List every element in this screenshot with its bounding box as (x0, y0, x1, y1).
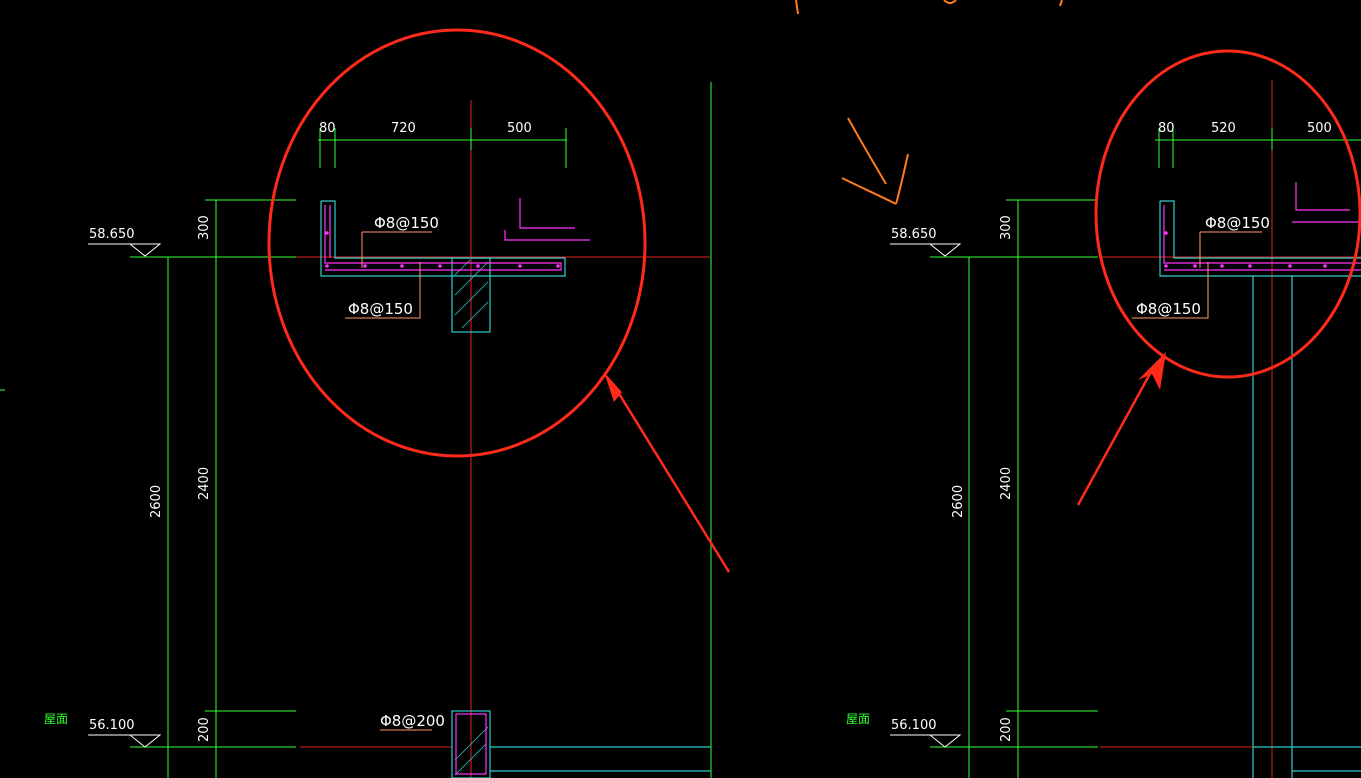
level-label: 56.100 (89, 718, 135, 733)
red-arrow-icon (604, 372, 731, 573)
rebar-dots (1164, 231, 1327, 268)
concrete-section (1159, 200, 1361, 778)
red-arrow-icon (1076, 352, 1166, 506)
rebar-dots (325, 231, 560, 268)
floor-label: 屋面 (846, 712, 870, 726)
leader-lines (345, 231, 432, 731)
dim-label: 300 (197, 215, 212, 240)
level-label: 56.100 (891, 718, 937, 733)
dim-label: 200 (999, 717, 1014, 742)
dim-label: 300 (999, 215, 1014, 240)
level-label: 58.650 (891, 227, 937, 242)
right-section-detail (890, 80, 1361, 778)
level-label: 58.650 (89, 227, 135, 242)
rebar-label: Φ8@150 (374, 214, 439, 232)
dim-label: 200 (197, 717, 212, 742)
concrete-section (320, 200, 711, 778)
dimension-lines (0, 82, 712, 778)
dim-label: 80 (1158, 121, 1175, 136)
hand-drawn-arrow-icon (795, 0, 1063, 205)
dim-label: 720 (391, 121, 416, 136)
dim-label: 2600 (149, 485, 164, 518)
dim-label: 520 (1211, 121, 1236, 136)
dim-label: 500 (1307, 121, 1332, 136)
dim-label: 500 (507, 121, 532, 136)
highlight-circle (267, 28, 647, 458)
floor-label: 屋面 (44, 712, 68, 726)
rebar-label: Φ8@150 (1205, 214, 1270, 232)
rebar-label: Φ8@150 (1136, 300, 1201, 318)
dim-label: 80 (319, 121, 336, 136)
dim-label: 2400 (999, 467, 1014, 500)
rebar-label: Φ8@150 (348, 300, 413, 318)
rebar-label: Φ8@200 (380, 712, 445, 730)
dim-label: 2600 (951, 485, 966, 518)
markup-annotations (267, 0, 1361, 573)
rebar (324, 198, 590, 775)
left-section-detail (0, 82, 712, 778)
dimension-lines (930, 128, 1361, 778)
rebar (1163, 182, 1361, 271)
dim-label: 2400 (197, 467, 212, 500)
leader-lines (1132, 231, 1262, 319)
highlight-circle (1094, 49, 1361, 379)
